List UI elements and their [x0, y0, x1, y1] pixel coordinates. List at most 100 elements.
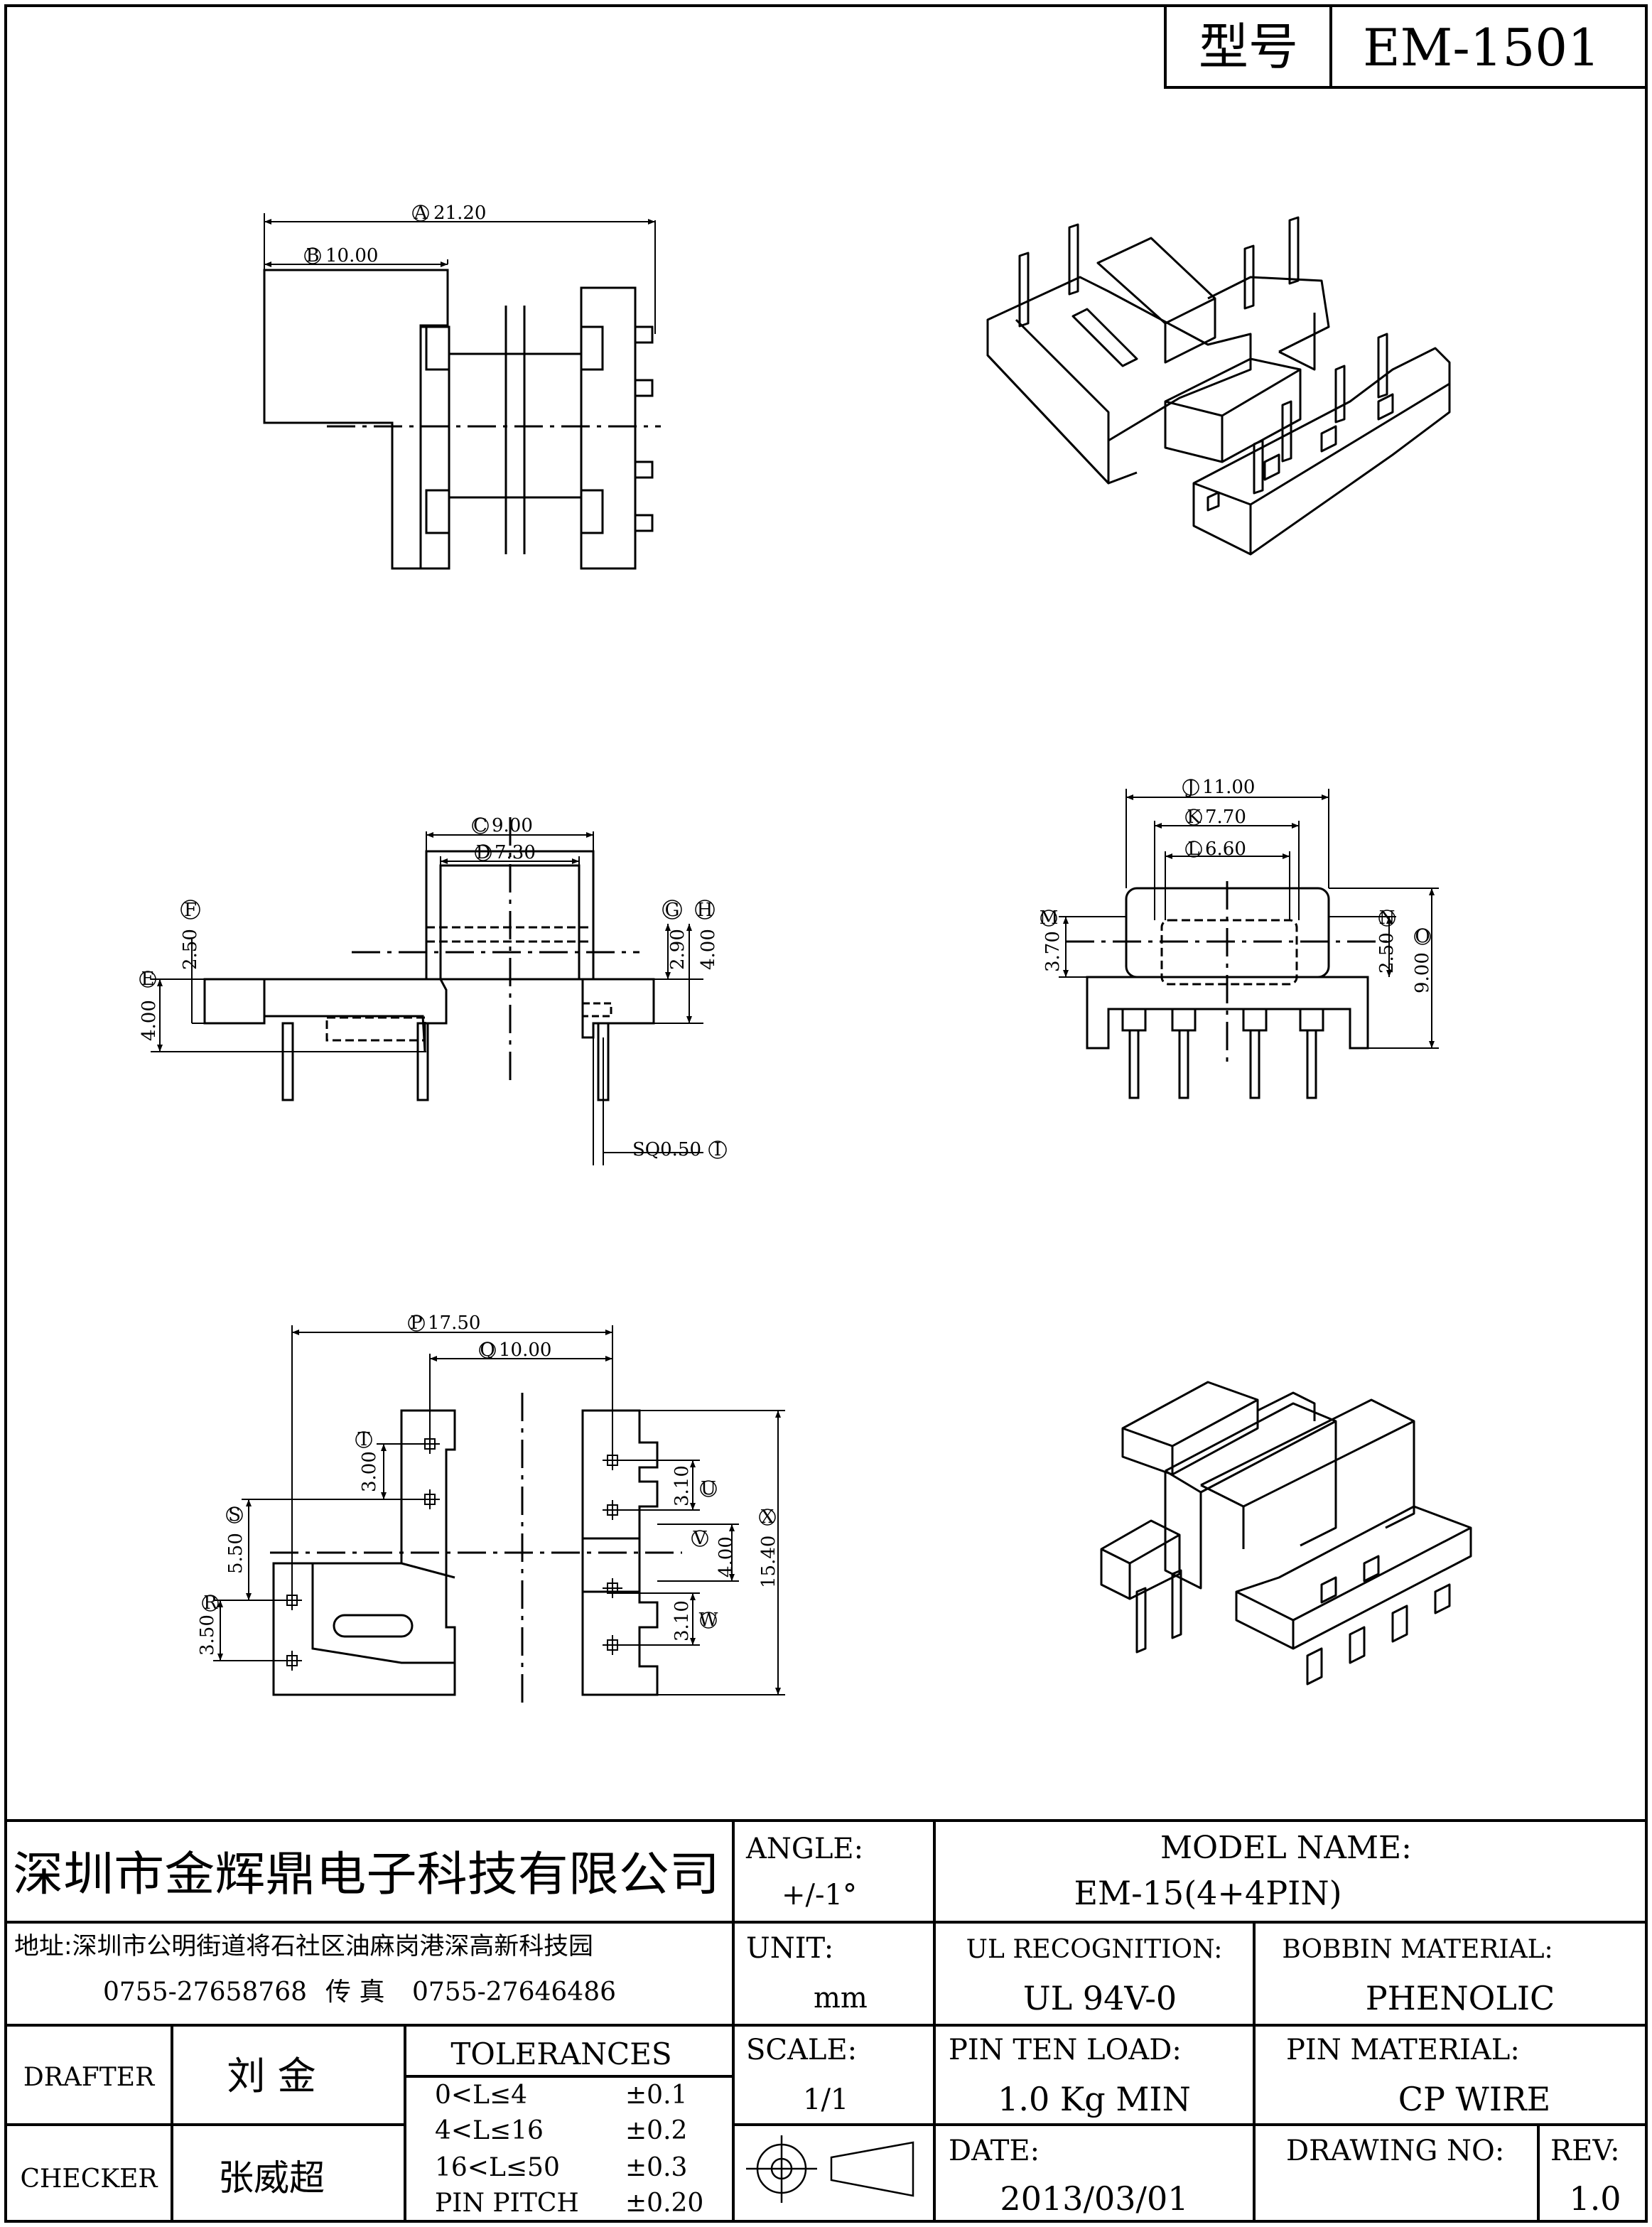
scale-label: SCALE:	[746, 2034, 857, 2066]
sheet-border	[4, 4, 1648, 2223]
svg-text:W: W	[699, 1609, 718, 1631]
dim-U-value: 3.10	[671, 1465, 693, 1506]
dim-D-value: 7.30	[495, 842, 536, 863]
isometric-view-top	[986, 216, 1451, 556]
svg-text:I: I	[714, 1139, 721, 1160]
bobbin-label: BOBBIN MATERIAL:	[1282, 1935, 1553, 1964]
fax-label: 传 真	[325, 1978, 384, 2007]
dim-O-value: 9.00	[1412, 952, 1433, 993]
svg-text:T: T	[357, 1429, 370, 1450]
dim-C-value: 9.00	[492, 815, 533, 836]
svg-text:R: R	[203, 1592, 218, 1614]
dim-E-value: 4.00	[139, 1000, 160, 1041]
rev-value: 1.0	[1569, 2179, 1621, 2218]
rev-label: REV:	[1550, 2135, 1620, 2167]
unit-label: UNIT:	[746, 1932, 833, 1965]
model-name-value: EM-15(4+4PIN)	[1074, 1874, 1341, 1912]
dim-G-value: 2.90	[667, 929, 689, 970]
front-view-dim-labels: C 9.00 D 7.30 F 2.50 E 4.00 G 2.90 H 4.0…	[139, 815, 727, 1160]
svg-text:D: D	[476, 842, 491, 863]
title-block-grid	[6, 1819, 1646, 2221]
pin-material-value: CP WIRE	[1398, 2080, 1550, 2118]
svg-text:O: O	[1415, 926, 1430, 947]
svg-text:S: S	[228, 1504, 241, 1526]
company-name: 深圳市金辉鼎电子科技有限公司	[13, 1847, 720, 1902]
svg-text:Q: Q	[480, 1339, 495, 1361]
svg-text:H: H	[697, 900, 713, 921]
company-address: 地址:深圳市公明街道将石社区油麻岗港深高新科技园	[14, 1932, 593, 1961]
svg-text:A: A	[414, 203, 428, 224]
date-label: DATE:	[949, 2135, 1040, 2167]
svg-text:P: P	[410, 1312, 423, 1334]
svg-text:U: U	[701, 1478, 716, 1499]
svg-text:N: N	[1379, 907, 1395, 929]
dim-M-value: 3.70	[1042, 931, 1064, 972]
tolerance-range: 4<L≤16	[435, 2116, 544, 2145]
dim-X-value: 15.40	[758, 1536, 779, 1588]
svg-text:V: V	[693, 1528, 708, 1549]
dim-F-value: 2.50	[180, 929, 201, 970]
drafter-name: 刘 金	[227, 2054, 315, 2098]
projection-symbol-icon	[746, 2135, 914, 2203]
dim-S-value: 5.50	[225, 1533, 247, 1574]
drafter-label: DRAFTER	[23, 2063, 155, 2092]
dim-A-value: 21.20	[433, 203, 486, 224]
pin-load-label: PIN TEN LOAD:	[949, 2034, 1182, 2066]
svg-text:G: G	[665, 900, 680, 921]
unit-value: mm	[814, 1982, 868, 2015]
svg-text:B: B	[306, 245, 319, 266]
dim-B-value: 10.00	[325, 245, 378, 266]
front-view	[151, 817, 703, 1165]
model-header-box: 型号 EM-1501	[1164, 4, 1648, 89]
svg-text:X: X	[761, 1506, 774, 1528]
checker-label: CHECKER	[20, 2164, 158, 2194]
svg-text:M: M	[1040, 907, 1059, 929]
tolerances-title: TOLERANCES	[450, 2037, 671, 2071]
ul-value: UL 94V-0	[1023, 1979, 1177, 2017]
side-view	[1059, 789, 1439, 1099]
scale-value: 1/1	[803, 2083, 848, 2116]
dim-T-value: 3.00	[359, 1451, 380, 1492]
ul-label: UL RECOGNITION:	[966, 1935, 1223, 1964]
svg-text:L: L	[1187, 839, 1199, 860]
dim-V-value: 4.00	[716, 1536, 737, 1578]
angle-value: +/-1°	[782, 1879, 857, 1911]
tolerance-range: 0<L≤4	[435, 2081, 527, 2110]
svg-text:J: J	[1185, 777, 1194, 798]
tolerance-table: 0<L≤4 ±0.1 4<L≤16 ±0.2 16<L≤50 ±0.3 PIN …	[435, 2081, 703, 2218]
model-header-label: 型号	[1199, 18, 1298, 76]
svg-text:E: E	[141, 969, 155, 990]
bottom-view-dim-labels: P 17.50 Q 10.00 T 3.00 S 5.50 R 3.50 3.1…	[197, 1312, 779, 1656]
dim-L-value: 6.60	[1205, 839, 1246, 860]
tolerance-value: ±0.2	[625, 2116, 687, 2145]
drawing-no-label: DRAWING NO:	[1286, 2135, 1504, 2167]
side-view-dim-labels: J 11.00 K 7.70 L 6.60 M 3.70 N 2.50 O 9.…	[1040, 777, 1433, 993]
svg-text:C: C	[473, 815, 487, 836]
dim-N-value: 2.50	[1376, 932, 1398, 974]
dim-W-value: 3.10	[671, 1600, 693, 1641]
angle-label: ANGLE:	[745, 1833, 863, 1865]
dim-I-value: SQ0.50	[632, 1139, 701, 1160]
bottom-view	[213, 1325, 785, 1705]
date-value: 2013/03/01	[1000, 2179, 1188, 2218]
svg-text:K: K	[1187, 807, 1201, 828]
pin-material-label: PIN MATERIAL:	[1286, 2034, 1520, 2066]
tolerance-range: 16<L≤50	[435, 2153, 560, 2182]
top-view	[263, 213, 661, 570]
company-fax: 0755-27646486	[412, 1978, 616, 2007]
dim-Q-value: 10.00	[499, 1339, 551, 1361]
top-view-dim-labels: A 21.20 B 10.00	[304, 203, 486, 266]
model-name-label: MODEL NAME:	[1160, 1830, 1412, 1866]
tolerance-value: ±0.3	[625, 2153, 687, 2182]
dim-H-value: 4.00	[698, 929, 719, 970]
tolerance-value: ±0.1	[625, 2081, 687, 2110]
bobbin-value: PHENOLIC	[1366, 1979, 1555, 2017]
model-header-value: EM-1501	[1363, 18, 1600, 77]
tolerance-range: PIN PITCH	[435, 2189, 579, 2218]
isometric-view-bottom	[1100, 1381, 1472, 1686]
dim-R-value: 3.50	[197, 1614, 218, 1656]
svg-text:F: F	[184, 900, 197, 921]
dim-K-value: 7.70	[1205, 807, 1246, 828]
pin-load-value: 1.0 Kg MIN	[998, 2080, 1191, 2118]
